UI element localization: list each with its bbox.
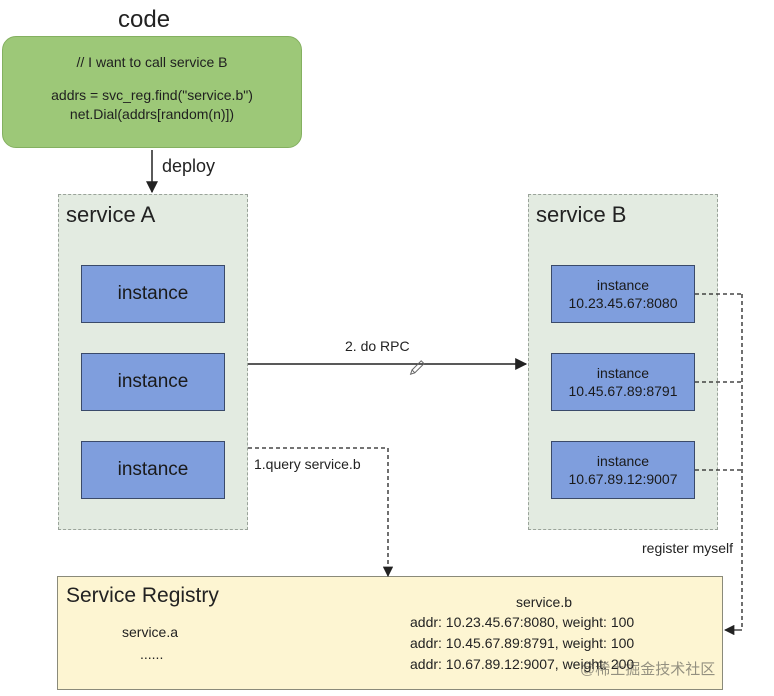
- instance-label: instance: [596, 365, 650, 381]
- service-a-instance-2: instance: [81, 353, 225, 411]
- instance-label: instance: [117, 283, 189, 304]
- register-label: register myself: [642, 540, 734, 556]
- code-find-line: addrs = svc_reg.find("service.b"): [51, 87, 253, 103]
- code-comment-line: // I want to call service B: [76, 54, 228, 70]
- service-b-instance-1: instance 10.23.45.67:8080: [551, 265, 695, 323]
- query-arrow: [248, 447, 394, 578]
- instance-address: 10.67.89.12:9007: [568, 471, 678, 487]
- rpc-label: 2. do RPC: [345, 338, 410, 354]
- service-registry-box: [57, 576, 723, 690]
- instance-label: instance: [596, 277, 650, 293]
- instance-label: instance: [596, 453, 650, 469]
- instance-label: instance: [117, 371, 189, 392]
- pencil-icon: [409, 360, 425, 376]
- service-b-label: service B: [536, 202, 627, 227]
- watermark: @稀土掘金技术社区: [580, 661, 716, 678]
- service-b-instance-3: instance 10.67.89.12:9007: [551, 441, 695, 499]
- service-b-instance-2: instance 10.45.67.89:8791: [551, 353, 695, 411]
- registry-entry-3: addr: 10.67.89.12:9007, weight: 200: [410, 656, 635, 672]
- service-a-instance-3: instance: [81, 441, 225, 499]
- instance-label: instance: [117, 459, 189, 480]
- code-box: // I want to call service B addrs = svc_…: [2, 36, 302, 148]
- registry-service-b-title: service.b: [516, 594, 573, 610]
- instance-address: 10.23.45.67:8080: [568, 295, 678, 311]
- service-a-label: service A: [66, 202, 156, 227]
- instance-address: 10.45.67.89:8791: [568, 383, 678, 399]
- registry-entry-2: addr: 10.45.67.89:8791, weight: 100: [410, 635, 635, 651]
- code-title: code: [118, 6, 171, 33]
- registry-title: Service Registry: [66, 584, 219, 607]
- code-dial-line: net.Dial(addrs[random(n)]): [69, 106, 235, 122]
- service-a-instance-1: instance: [81, 265, 225, 323]
- registry-entry-1: addr: 10.23.45.67:8080, weight: 100: [410, 614, 635, 630]
- registry-service-a: service.a: [122, 624, 179, 640]
- query-label: 1.query service.b: [254, 456, 361, 472]
- deploy-label: deploy: [162, 156, 216, 176]
- registry-ellipsis: ......: [140, 646, 164, 662]
